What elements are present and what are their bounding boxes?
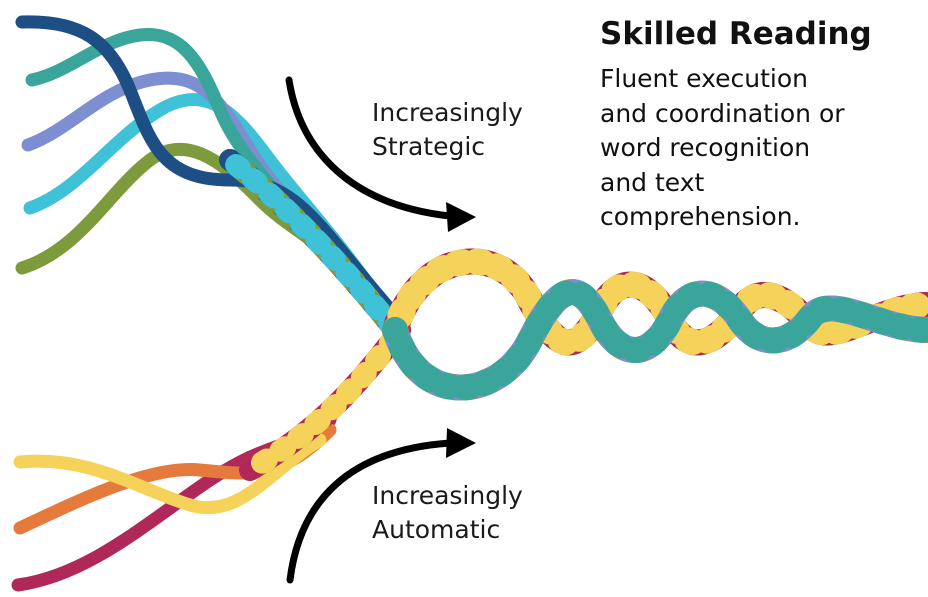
automatic-label-line-1: Increasingly xyxy=(372,481,523,510)
combined-rope xyxy=(382,248,928,401)
strategic-label-line-1: Increasingly xyxy=(372,98,523,127)
description-line: and text xyxy=(600,167,705,197)
description-line: and coordination or xyxy=(600,98,845,128)
upper-braid xyxy=(219,149,406,341)
strand-cyan xyxy=(23,93,387,307)
strategic-label-line-2: Strategic xyxy=(372,132,486,161)
skilled-reading-description: Fluent execution and coordination or wor… xyxy=(600,62,845,235)
strand-navy xyxy=(15,15,402,322)
lower-braid xyxy=(239,319,411,481)
automatic-label: Increasingly Automatic xyxy=(372,479,523,547)
strategic-label: Increasingly Strategic xyxy=(372,96,523,164)
description-line: comprehension. xyxy=(600,202,801,231)
automatic-label-line-2: Automatic xyxy=(372,515,501,544)
strategic-arrow xyxy=(285,76,476,232)
automatic-arrow xyxy=(286,428,476,584)
description-line: word recognition xyxy=(600,133,811,162)
description-line: Fluent execution xyxy=(600,64,808,93)
skilled-reading-title: Skilled Reading xyxy=(600,16,872,52)
strand-yellow xyxy=(13,433,327,515)
